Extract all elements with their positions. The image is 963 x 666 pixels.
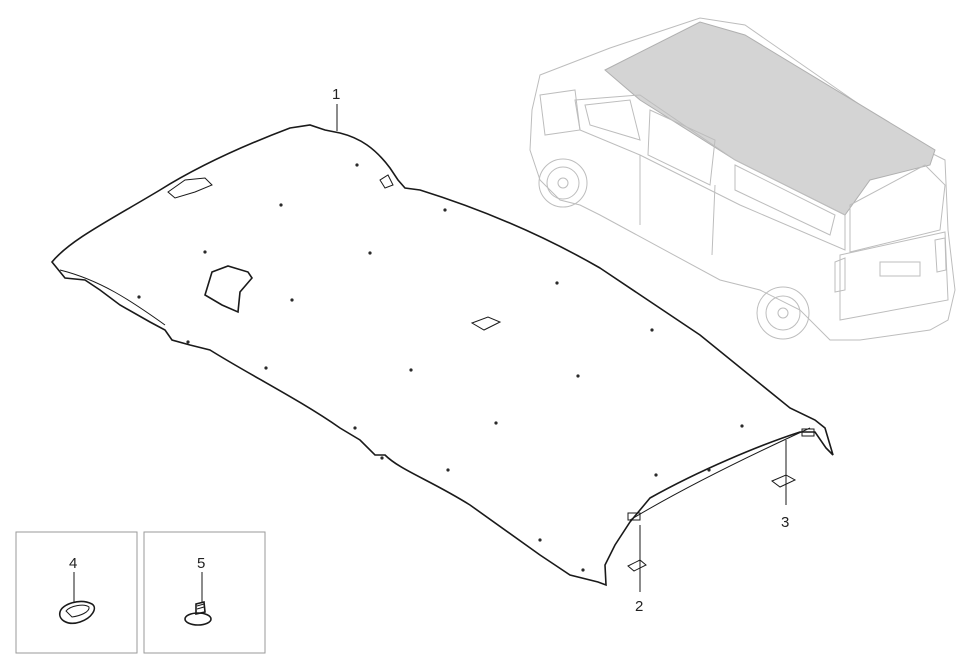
callout-label-5: 5 xyxy=(197,555,205,572)
callout-label-4: 4 xyxy=(69,555,77,572)
callout-label-2: 2 xyxy=(635,598,643,615)
clip-part-2 xyxy=(627,525,647,592)
callout-label-3: 3 xyxy=(781,514,789,531)
van-roof-highlight xyxy=(604,21,936,216)
callout-label-1: 1 xyxy=(332,86,340,103)
headliner-panel xyxy=(50,104,834,587)
van-reference-illustration xyxy=(529,17,956,341)
inset-box-part-4 xyxy=(15,531,138,654)
mounting-holes xyxy=(137,163,744,572)
clip-part-3 xyxy=(771,440,797,505)
inset-box-part-5 xyxy=(143,531,266,654)
